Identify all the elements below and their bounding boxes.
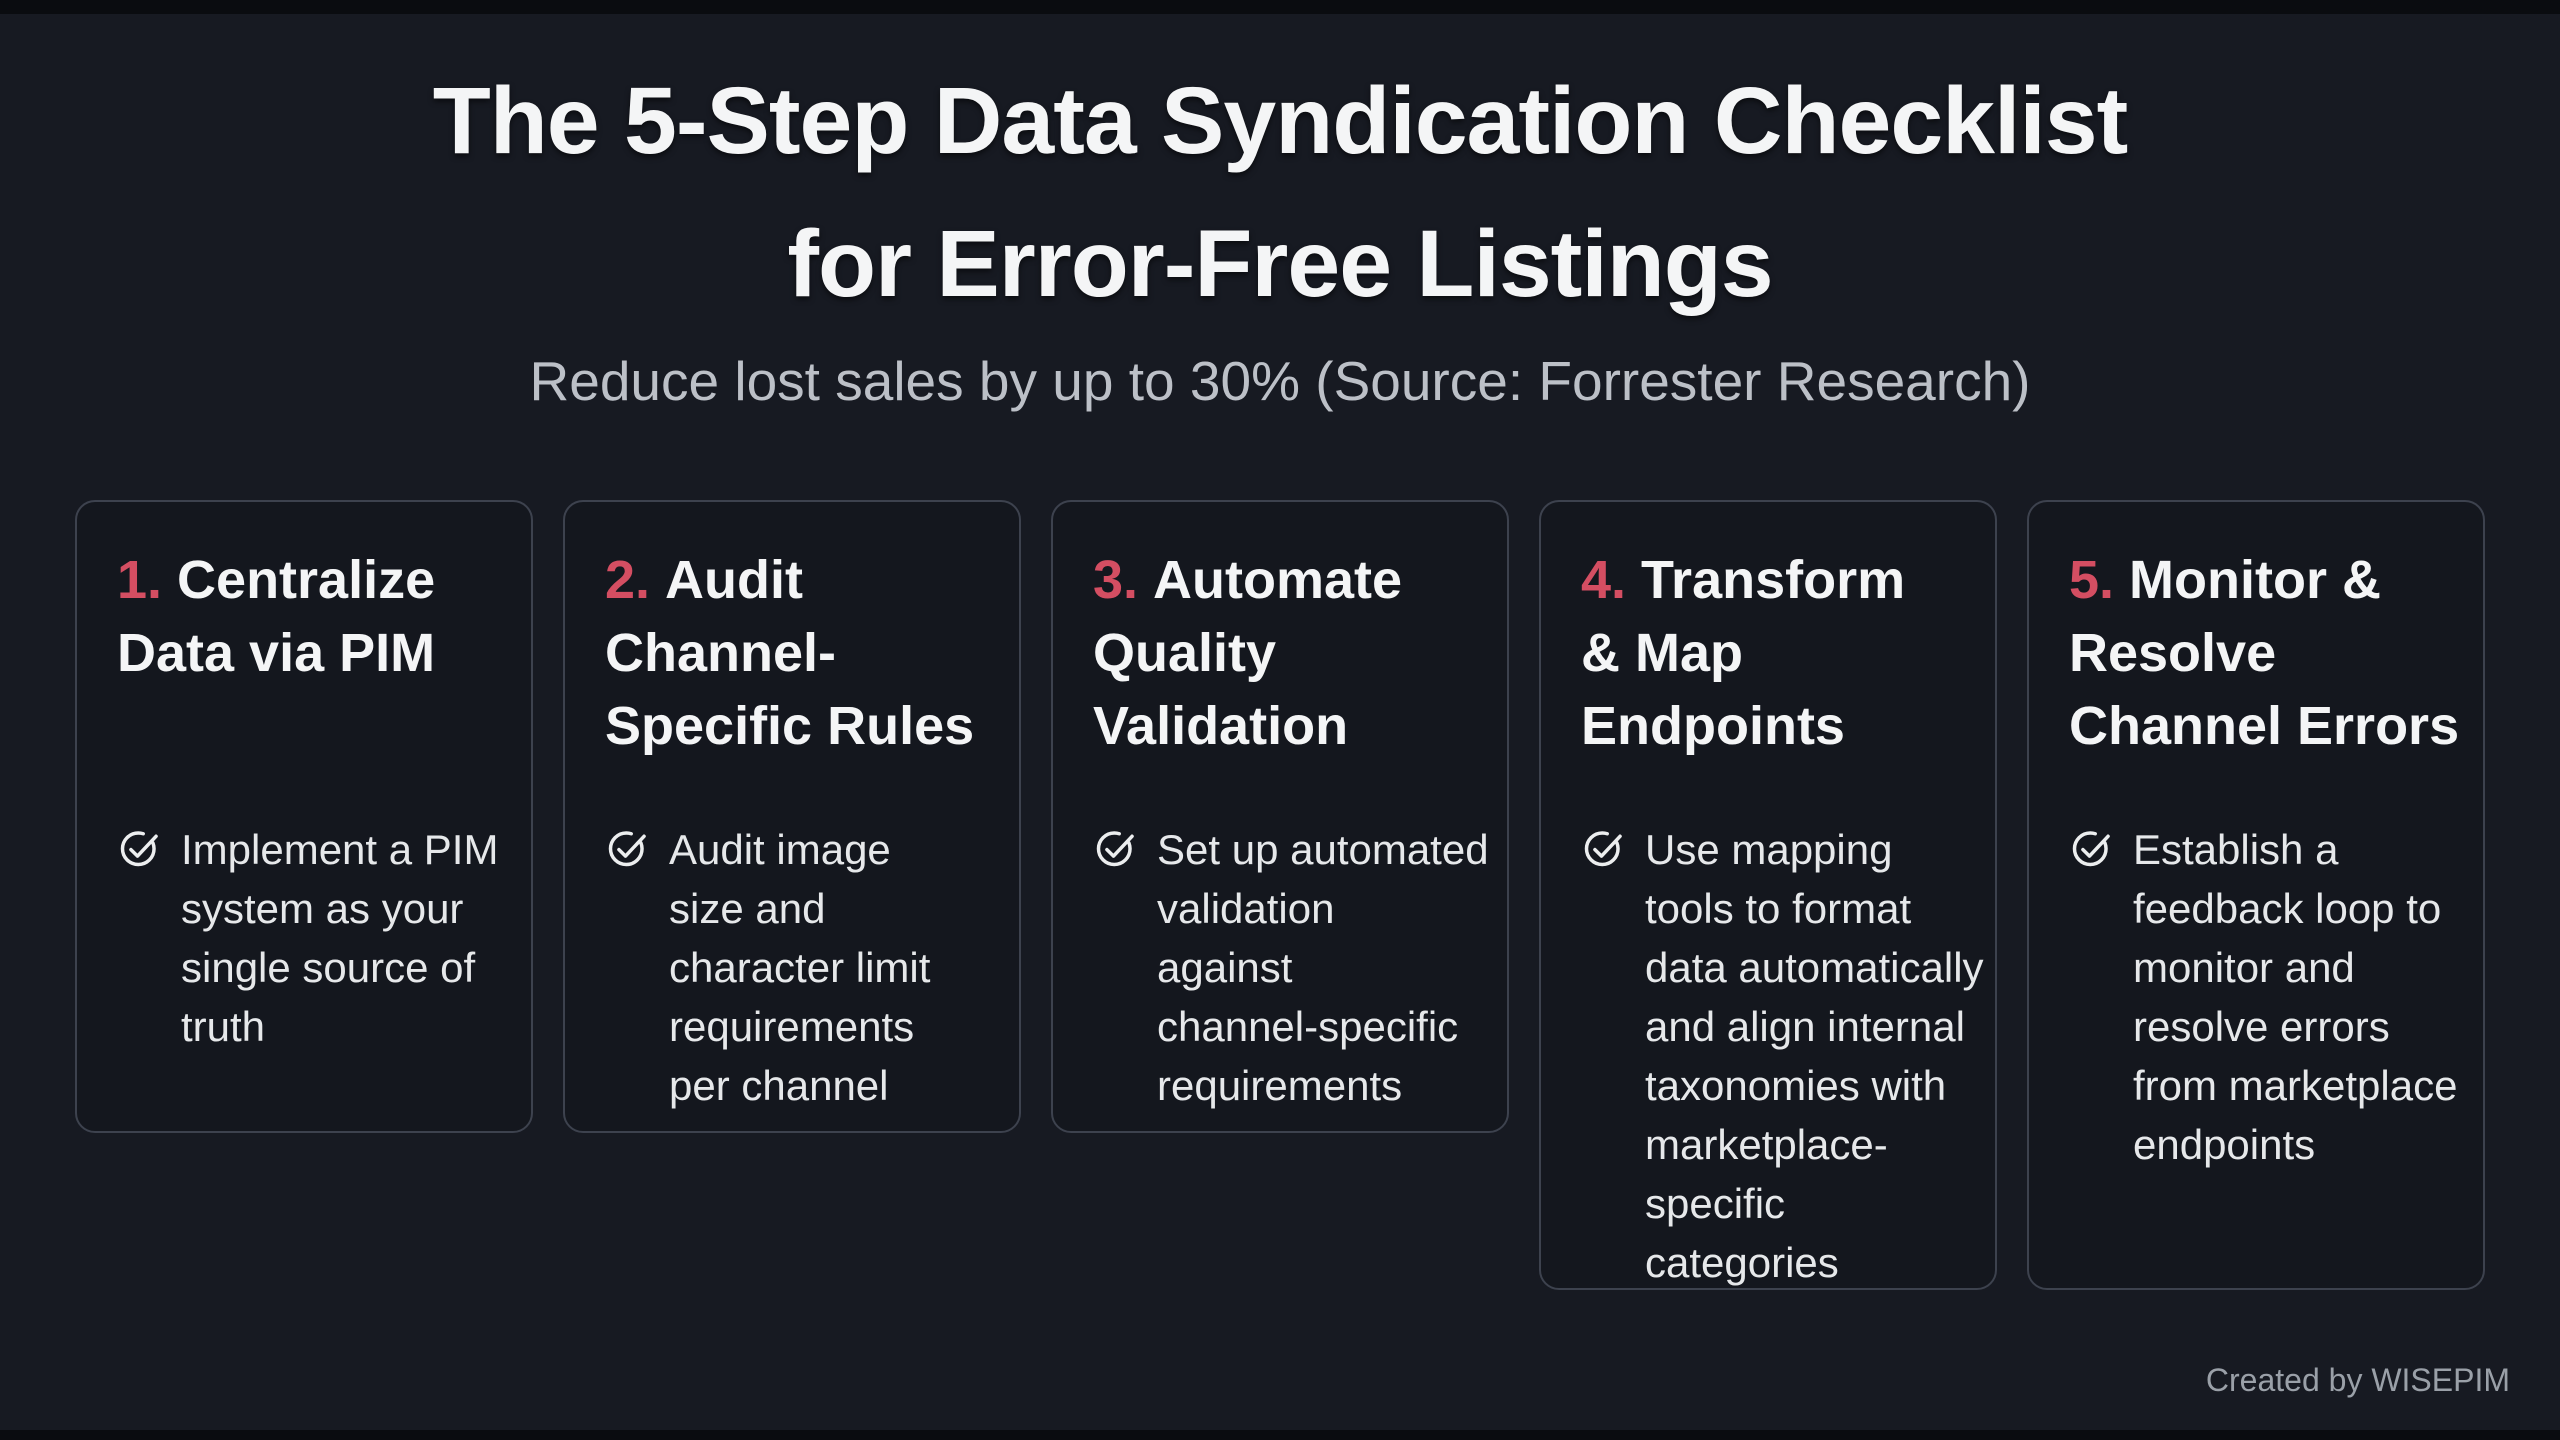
step-title: 1.Centralize Data via PIM	[117, 544, 503, 763]
step-title: 2.Audit Channel- Specific Rules	[605, 544, 991, 763]
step-body: Set up automated validation against chan…	[1093, 820, 1489, 1115]
step-title-text: Audit Channel- Specific Rules	[605, 550, 975, 756]
check-circle-icon	[1581, 820, 1625, 870]
step-title: 4.Transform & Map Endpoints	[1581, 544, 1967, 763]
check-circle-icon	[1093, 820, 1137, 870]
top-edge-bar	[0, 0, 2560, 14]
step-card-1: 1.Centralize Data via PIM Implement a PI…	[75, 500, 533, 1133]
step-title: 5.Monitor & Resolve Channel Errors	[2069, 544, 2459, 763]
step-title-text: Monitor & Resolve Channel Errors	[2069, 550, 2460, 756]
step-description: Implement a PIM system as your single so…	[181, 826, 499, 1050]
step-description: Establish a feedback loop to monitor and…	[2133, 826, 2458, 1168]
page-subtitle: Reduce lost sales by up to 30% (Source: …	[529, 350, 2031, 412]
check-circle-icon	[2069, 820, 2113, 870]
credit-text: Created by WISEPIM	[2205, 1362, 2510, 1398]
step-title-text: Transform & Map Endpoints	[1581, 550, 1906, 756]
step-number: 2.	[605, 550, 651, 610]
step-title-text: Centralize Data via PIM	[117, 550, 436, 683]
step-body: Implement a PIM system as your single so…	[117, 820, 503, 1056]
page-title-line1: The 5-Step Data Syndication Checklist	[432, 68, 2129, 174]
step-number: 1.	[117, 550, 163, 610]
step-number: 3.	[1093, 550, 1139, 610]
step-card-2: 2.Audit Channel- Specific Rules Audit im…	[563, 500, 1021, 1133]
step-card-3: 3.Automate Quality Validation Set up aut…	[1051, 500, 1509, 1133]
step-number: 5.	[2069, 550, 2115, 610]
page-title: The 5-Step Data Syndication Checklist for…	[0, 50, 2560, 335]
page-title-line2: for Error-Free Listings	[787, 210, 1773, 317]
step-number: 4.	[1581, 550, 1627, 610]
step-description: Audit image size and character limit req…	[669, 826, 931, 1109]
header: The 5-Step Data Syndication Checklist for…	[0, 0, 2560, 500]
step-description: Set up automated validation against chan…	[1157, 826, 1489, 1109]
step-body: Audit image size and character limit req…	[605, 820, 991, 1115]
check-circle-icon	[117, 820, 161, 870]
steps-row: 1.Centralize Data via PIM Implement a PI…	[0, 500, 2560, 1290]
step-title: 3.Automate Quality Validation	[1093, 544, 1479, 763]
step-title-text: Automate Quality Validation	[1093, 550, 1403, 756]
step-description: Use mapping tools to format data automat…	[1645, 826, 1984, 1286]
step-body: Use mapping tools to format data automat…	[1581, 820, 1984, 1292]
bottom-edge-bar	[0, 1430, 2560, 1440]
step-card-5: 5.Monitor & Resolve Channel Errors Estab…	[2027, 500, 2485, 1290]
step-card-4: 4.Transform & Map Endpoints Use mapping …	[1539, 500, 1997, 1290]
check-circle-icon	[605, 820, 649, 870]
step-body: Establish a feedback loop to monitor and…	[2069, 820, 2458, 1174]
